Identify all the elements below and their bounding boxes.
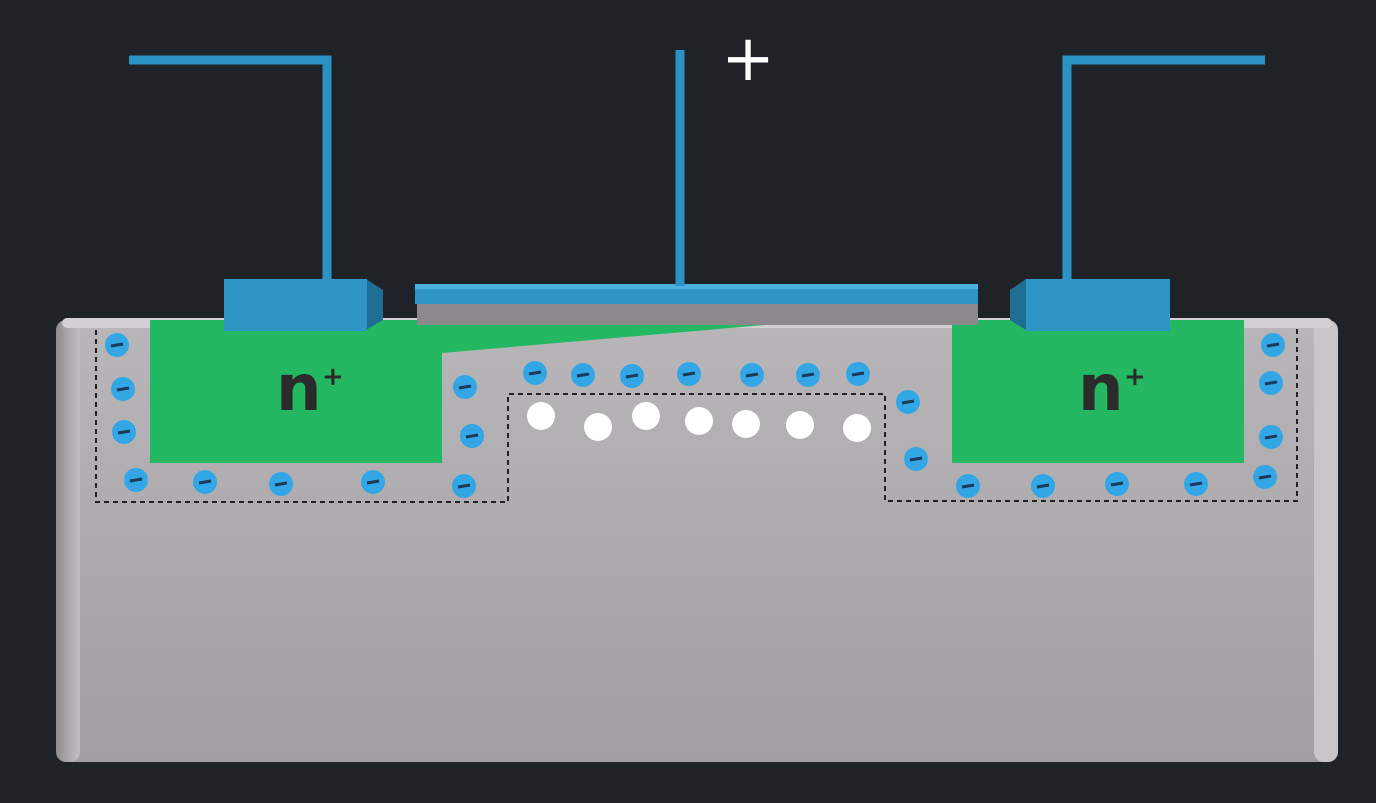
drain-contact — [1010, 279, 1170, 331]
minus-charge-icon — [111, 377, 135, 401]
hole-charge-icon — [584, 413, 612, 441]
minus-charge-icon — [740, 363, 764, 387]
minus-charge-icon — [896, 390, 920, 414]
minus-charge-icon — [1031, 474, 1055, 498]
minus-charge-icon — [523, 361, 547, 385]
gate-oxide — [417, 303, 978, 325]
hole-charge-icon — [527, 402, 555, 430]
minus-charge-icon — [105, 333, 129, 357]
minus-charge-icon — [904, 447, 928, 471]
minus-charge-icon — [452, 474, 476, 498]
minus-charge-icon — [571, 363, 595, 387]
hole-charges — [527, 402, 871, 442]
minus-charge-icon — [460, 424, 484, 448]
minus-charge-icon — [1253, 465, 1277, 489]
source-region: n + — [150, 320, 442, 463]
wires — [129, 50, 1265, 286]
minus-charge-icon — [796, 363, 820, 387]
minus-charge-icon — [677, 362, 701, 386]
minus-charge-icon — [1105, 472, 1129, 496]
minus-charge-icon — [269, 472, 293, 496]
plus-sign-icon: + — [721, 22, 775, 96]
hole-charge-icon — [632, 402, 660, 430]
drain-label: n — [1078, 352, 1124, 426]
minus-charge-icon — [361, 470, 385, 494]
minus-charge-icon — [193, 470, 217, 494]
gate-stack — [415, 284, 978, 325]
minus-charge-icon — [1259, 425, 1283, 449]
minus-charge-icon — [112, 420, 136, 444]
minus-charge-icon — [620, 364, 644, 388]
minus-charge-icon — [846, 362, 870, 386]
hole-charge-icon — [685, 407, 713, 435]
drain-superscript: + — [1124, 362, 1146, 392]
source-label: n — [276, 352, 322, 426]
drain-wire — [1062, 55, 1265, 280]
hole-charge-icon — [786, 411, 814, 439]
minus-charge-icon — [1259, 371, 1283, 395]
source-contact — [224, 279, 383, 331]
hole-charge-icon — [732, 410, 760, 438]
source-superscript: + — [322, 362, 344, 392]
minus-charge-icon — [453, 375, 477, 399]
drain-region: n + — [952, 320, 1244, 463]
hole-charge-icon — [843, 414, 871, 442]
minus-charge-icon — [124, 468, 148, 492]
inversion-channel — [442, 325, 765, 353]
minus-charge-icon — [1184, 472, 1208, 496]
source-wire — [129, 55, 332, 280]
minus-charge-icon — [956, 474, 980, 498]
minus-charge-icon — [1261, 333, 1285, 357]
negative-charges — [105, 333, 1285, 498]
